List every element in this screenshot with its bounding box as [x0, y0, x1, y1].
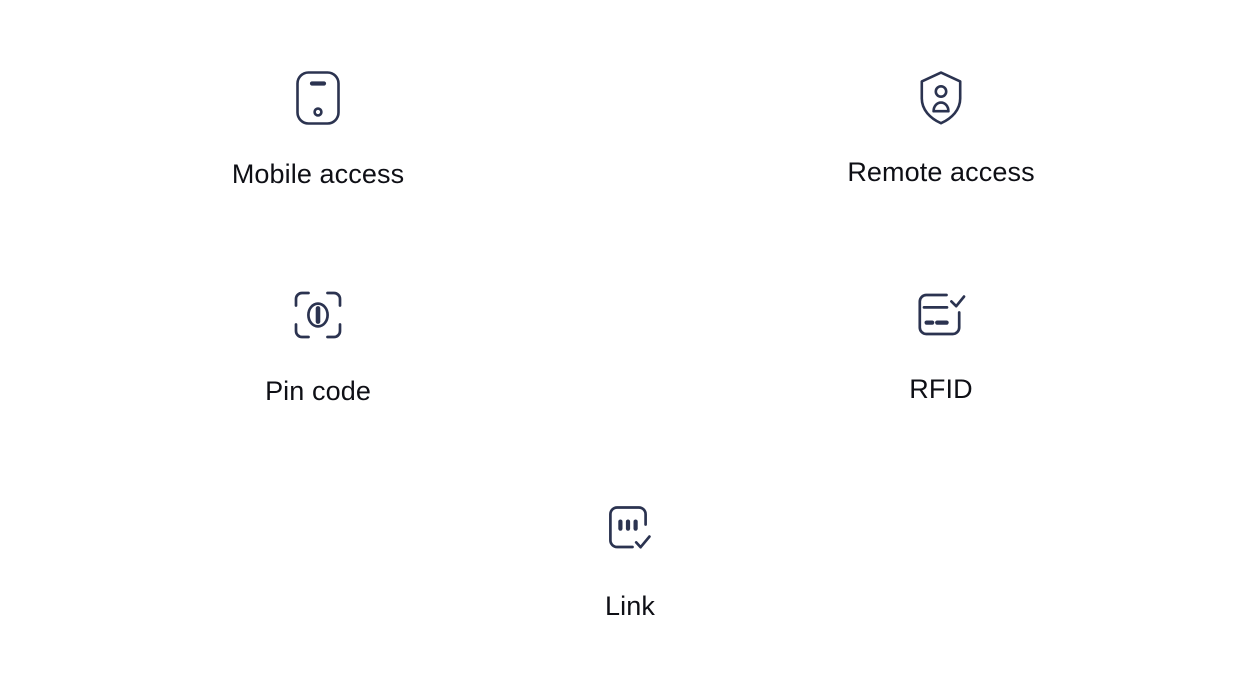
access-item-label: Remote access	[847, 157, 1035, 187]
keypad-check-icon	[606, 504, 654, 554]
mobile-phone-icon	[295, 70, 341, 126]
access-item-label: Pin code	[265, 376, 371, 406]
access-item-label: Link	[605, 591, 655, 621]
access-item-pin-code[interactable]: Pin code	[138, 290, 498, 407]
access-item-label: RFID	[909, 374, 973, 404]
access-item-link[interactable]: Link	[450, 504, 810, 622]
access-item-remote-access[interactable]: Remote access	[761, 70, 1121, 188]
access-item-mobile-access[interactable]: Mobile access	[138, 70, 498, 190]
access-item-label: Mobile access	[231, 159, 405, 189]
shield-person-icon	[917, 70, 965, 126]
access-item-rfid[interactable]: RFID	[761, 290, 1121, 405]
card-check-icon	[915, 290, 967, 338]
fingerprint-scan-icon	[293, 290, 343, 340]
